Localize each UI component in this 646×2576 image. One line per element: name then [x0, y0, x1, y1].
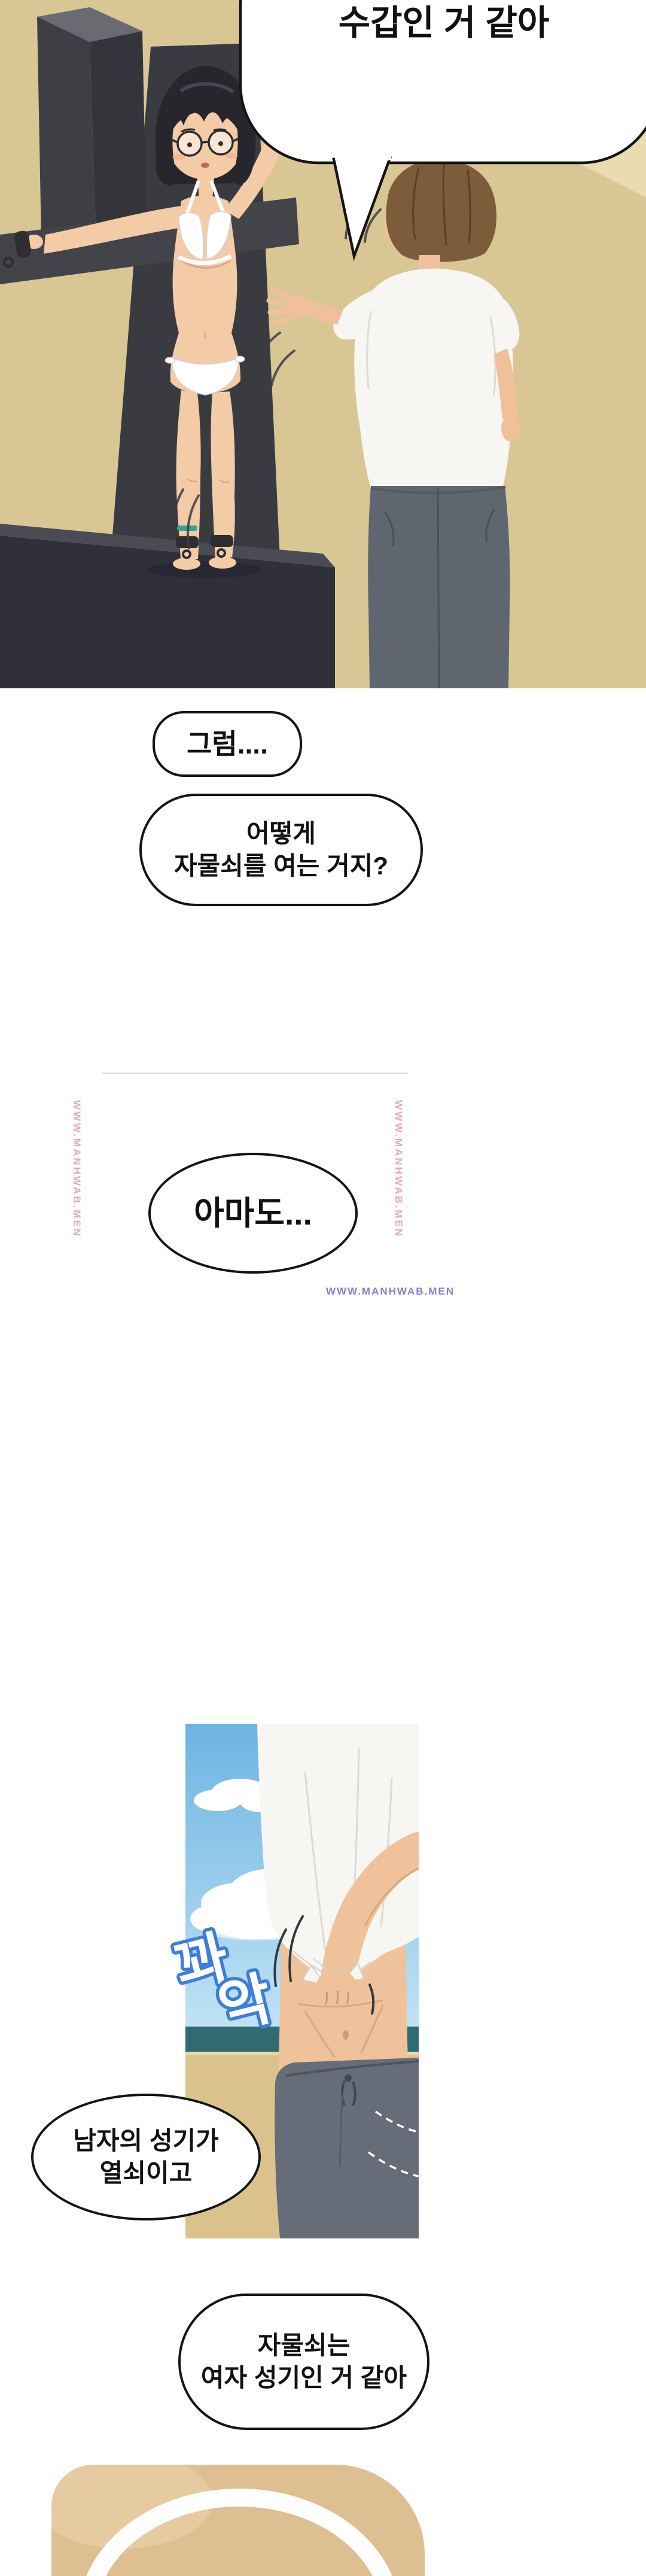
bubble-maybe-text: 아마도...	[194, 1194, 312, 1232]
sfx-grip: 꽈 악	[165, 1922, 282, 2045]
man-figure	[266, 159, 520, 688]
pants-dashed-folds	[367, 2110, 419, 2177]
motion-lines	[59, 43, 382, 549]
sfx-grip-char2: 악	[212, 1966, 279, 2041]
panel-beach-wide: 수갑인 거 같아	[0, 0, 646, 688]
watermark-right: WWW.MANHWAB.MEN	[393, 1100, 404, 1238]
speech-bubble-how: 어떻게 자물쇠를 여는 거지?	[139, 794, 423, 906]
sfx-grip-char1: 꽈	[169, 1925, 236, 2000]
bubble-key-line2: 열쇠이고	[99, 2159, 193, 2187]
watermark-left: WWW.MANHWAB.MEN	[71, 1100, 83, 1238]
panel-closeup-grip	[185, 1724, 419, 2238]
bubble-key-line1: 남자의 성기가	[73, 2127, 219, 2155]
fist	[315, 1969, 357, 2007]
speech-bubble-maybe: 아마도...	[148, 1153, 358, 1274]
panel-next-sliver	[51, 2465, 425, 2576]
speech-bubble-top-text: 수갑인 거 같아	[339, 4, 549, 42]
speech-bubble-lock: 자물쇠는 여자 성기인 거 같아	[178, 2294, 429, 2430]
man-closeup	[257, 1724, 419, 2238]
empty-panel-border	[102, 1073, 408, 1074]
bubble-how-line2: 자물쇠를 여는 거지?	[173, 852, 389, 880]
bubble-then-text: 그럼....	[187, 728, 268, 760]
motion-lines	[273, 1915, 375, 2015]
watermark-center: WWW.MANHWAB.MEN	[326, 1286, 455, 1297]
speech-bubble-top: 수갑인 거 같아	[239, 0, 646, 262]
speech-bubble-then: 그럼....	[153, 711, 302, 777]
bubble-how-line1: 어떻게	[246, 819, 316, 848]
woman-figure	[3, 66, 294, 570]
bubble-lock-line2: 여자 성기인 거 같아	[200, 2364, 407, 2392]
speech-bubble-key: 남자의 성기가 열쇠이고	[31, 2094, 261, 2220]
bubble-lock-line1: 자물쇠는	[257, 2331, 351, 2360]
